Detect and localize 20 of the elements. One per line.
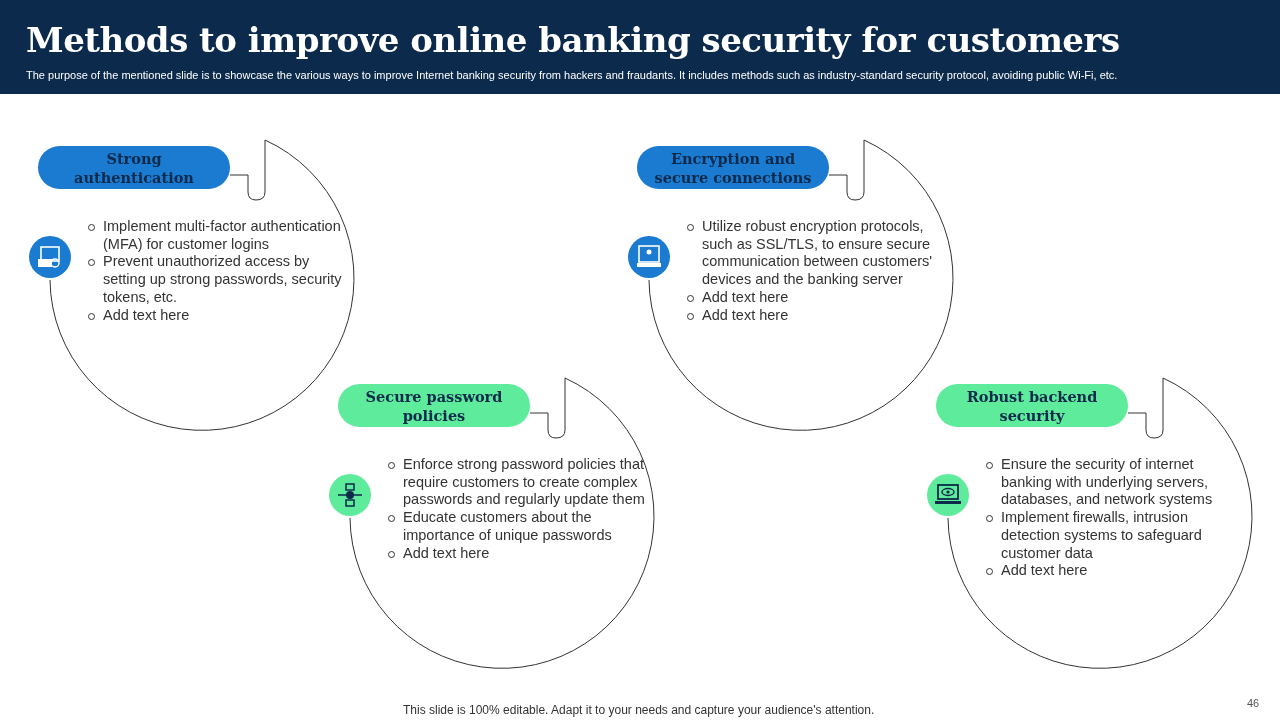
- bullet-text: Utilize robust encryption protocols, such as SSL/TLS, to ensure secure communication between customers' devices and the banking server: [686, 218, 946, 289]
- slide-subtitle: The purpose of the mentioned slide is to showcase the various ways to improve Internet banking security from hackers and fraudants. It includes methods such as industry-standard security protocol, avoiding public Wi-Fi, etc.: [26, 69, 1118, 81]
- bullet-text: Add text here: [686, 288, 946, 307]
- heading-pill: Secure password policies: [338, 384, 530, 427]
- bullet-text: Enforce strong password policies that require customers to create complex passwords and regularly update them: [387, 456, 647, 510]
- slide-title: Methods to improve online banking security for customers: [26, 20, 1120, 60]
- bullet-text: Implement firewalls, intrusion detection systems to safeguard customer data: [985, 509, 1245, 563]
- bullet-text: Ensure the security of internet banking with underlying servers, databases, and network systems: [985, 456, 1245, 510]
- footer-note: This slide is 100% editable. Adapt it to your needs and capture your audience's attention.: [403, 703, 875, 717]
- bullet-text: Add text here: [87, 306, 347, 325]
- bullet-text: Educate customers about the importance of unique passwords: [387, 509, 647, 545]
- bullet-text: Add text here: [985, 562, 1245, 580]
- heading-pill: Encryption and secure connections: [637, 146, 829, 189]
- bullet-text: Implement multi-factor authentication (MFA) for customer logins: [87, 218, 347, 254]
- heading-pill: Strong authentication: [38, 146, 230, 189]
- bullet-text: Add text here: [387, 544, 647, 563]
- heading-pill: Robust backend security: [936, 384, 1128, 427]
- page-number: 46: [1247, 697, 1260, 709]
- bullet-text: Prevent unauthorized access by setting up strong passwords, security tokens, etc.: [87, 253, 347, 307]
- bullet-text: Add text here: [686, 306, 946, 325]
